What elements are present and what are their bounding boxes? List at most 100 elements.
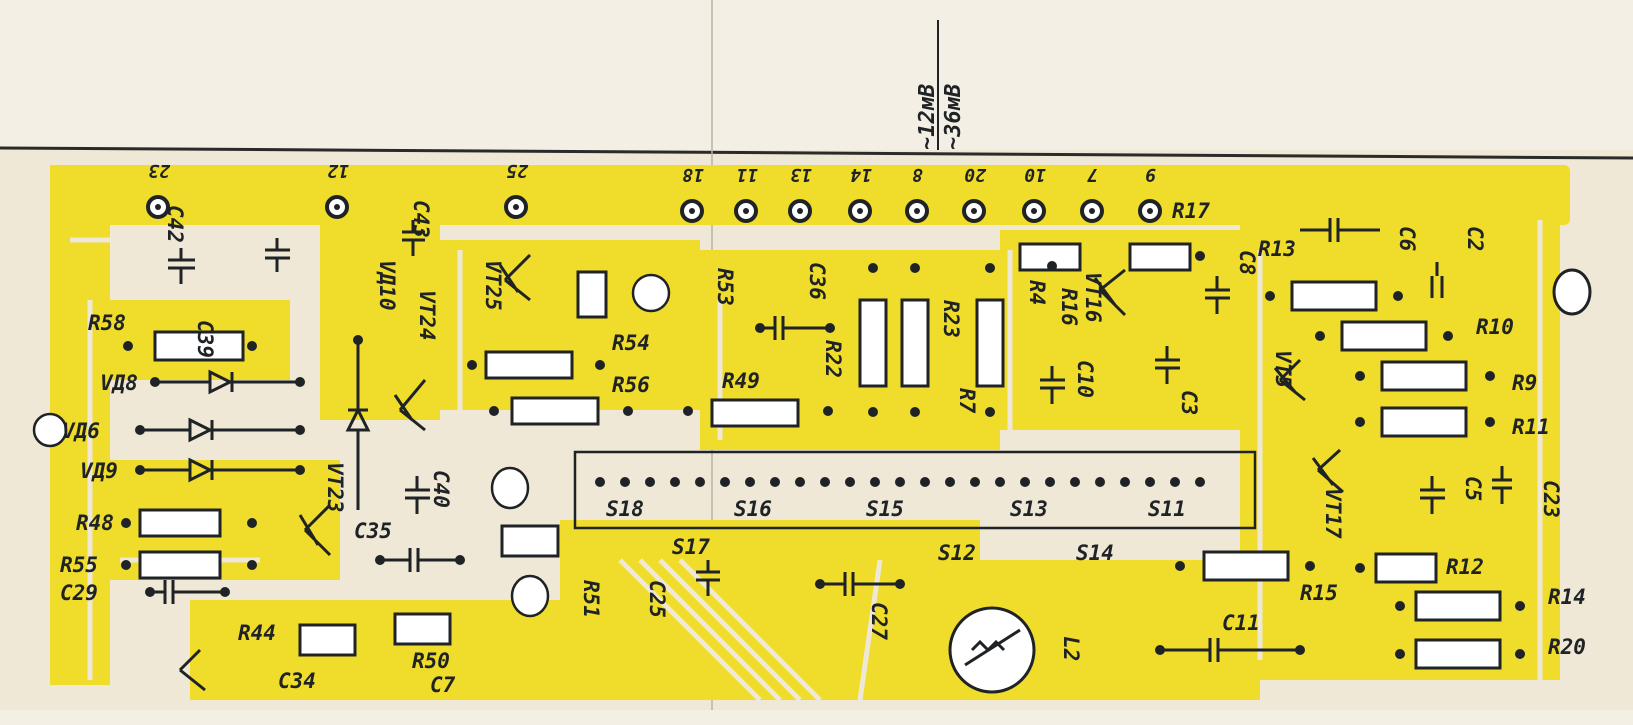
label-r22: R22 [821,340,845,378]
capacitor-c42 [265,238,290,272]
mounting-hole-left [32,412,68,448]
label-l2: L2 [1059,636,1083,661]
label-r56: R56 [612,373,650,397]
transistor-vt23 [298,503,332,557]
label-c5: C5 [1461,476,1485,501]
pin-10: 10 [1022,164,1046,223]
resistor-r58 [153,330,245,362]
resistor-r50 [393,612,452,646]
label-c42: C42 [163,205,187,243]
label-r53: R53 [713,268,737,306]
capacitor-c8 [1205,276,1230,314]
svg-text:9: 9 [1145,164,1156,185]
svg-text:18: 18 [682,164,704,185]
pin-14: 14 [848,164,872,223]
label-r10: R10 [1476,315,1514,339]
label-vd6: VД6 [62,419,100,443]
label-r4: R4 [1025,280,1049,305]
capacitor-c29 [150,580,225,604]
label-r14: R14 [1548,585,1586,609]
label-c39: C39 [193,320,217,358]
label-vt5: VT5 [1271,350,1295,388]
label-s17: S17 [672,535,710,559]
resistor-r49 [710,398,800,428]
capacitor-c39 [168,248,195,284]
resistor-r53 [576,270,608,319]
diode-vd8 [155,369,300,395]
capacitor-c36 [760,316,830,340]
label-r12: R12 [1446,555,1484,579]
svg-text:25: 25 [506,160,529,181]
voltage-note-line2: ~12мВ [915,84,940,150]
resistor-r13 [1290,280,1378,312]
label-r23: R23 [939,300,963,338]
label-r11: R11 [1512,415,1550,439]
pin-18: 18 [680,164,704,223]
resistors [138,242,1502,670]
label-r49: R49 [722,369,760,393]
label-r51: R51 [579,580,603,618]
capacitor-c35 [380,548,460,572]
label-r50: R50 [412,649,450,673]
diode-vd10 [345,340,371,510]
pin-pads: 23 12 25 18 11 13 14 8 20 10 7 9 [146,160,1162,223]
label-vd9: VД9 [80,459,118,483]
label-c25: C25 [645,580,669,618]
capacitor-c25 [696,560,720,596]
voltage-note-line1: ~36мВ [941,84,966,150]
inductor-l2-mark [964,628,1021,667]
capacitor-c40 [405,476,430,514]
label-r9: R9 [1512,371,1537,395]
label-r44: R44 [238,621,276,645]
pin-8: 8 [905,164,929,223]
solder-dots [121,251,1525,659]
label-vt23: VT23 [323,462,347,513]
pin-12: 12 [325,160,349,219]
label-r55: R55 [60,553,98,577]
label-vt16: VT16 [1081,272,1105,323]
label-s11: S11 [1148,497,1186,521]
svg-text:8: 8 [912,164,923,185]
label-s18: S18 [606,497,644,521]
label-vt24: VT24 [415,290,439,341]
resistor-r20 [1414,638,1502,670]
label-s15: S15 [866,497,904,521]
capacitors [150,218,1512,662]
pin-20: 20 [962,164,987,223]
resistor-r4 [1018,242,1082,272]
label-c2: C2 [1463,226,1487,251]
label-vt25: VT25 [481,260,505,311]
svg-text:7: 7 [1087,164,1098,185]
inductor-l2-symbol [948,606,1036,694]
board-edge-line [0,146,1633,160]
capacitor-c6 [1300,218,1380,242]
resistor-r22 [858,298,888,388]
transistor-vt17 [1311,448,1344,494]
label-vt17: VT17 [1321,488,1345,539]
pin-13: 13 [788,164,812,223]
resistor-r44 [298,623,357,657]
svg-text:11: 11 [736,164,758,185]
diodes [140,340,371,510]
label-r7: R7 [955,388,979,414]
label-c8: C8 [1235,250,1259,275]
label-vd10: VД10 [375,260,399,311]
label-r58: R58 [88,311,126,335]
switch-block-s1 [573,450,1257,530]
resistor-r16 [1128,242,1192,272]
capacitor-c3 [1155,346,1180,384]
capacitor-c23 [1492,466,1512,504]
transistor-vt25 [498,253,532,302]
label-c35: C35 [354,519,392,543]
label-c40: C40 [429,470,453,508]
resistor-r14 [1414,590,1502,622]
label-c23: C23 [1539,480,1563,518]
label-s13: S13 [1010,497,1048,521]
resistor-r9 [1380,360,1468,392]
resistor-r10 [1340,320,1428,352]
label-vd8: VД8 [100,371,138,395]
voltage-note: ~36мВ ~12мВ [915,84,966,150]
test-point-2 [510,574,550,618]
